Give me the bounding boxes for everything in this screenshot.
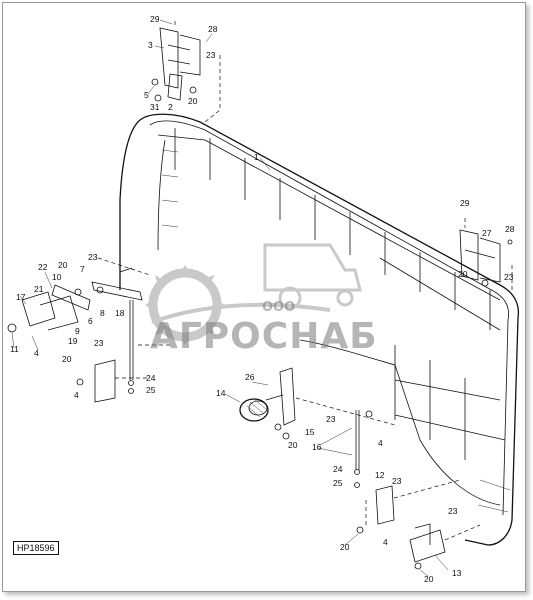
callout-21: 21 <box>34 284 44 294</box>
callout-29-right: 29 <box>460 198 470 208</box>
callout-26: 26 <box>245 372 255 382</box>
callout-31: 31 <box>150 102 160 112</box>
callout-19: 19 <box>68 336 78 346</box>
callout-8: 8 <box>100 308 105 318</box>
callout-25: 25 <box>146 385 156 395</box>
callout-23-bottom: 23 <box>448 506 458 516</box>
callout-23-left: 23 <box>88 252 98 262</box>
left-linkage-assembly <box>7 257 170 403</box>
callout-4-lower-right: 4 <box>383 537 388 547</box>
callout-16: 16 <box>312 442 322 452</box>
callout-20-lower-left: 20 <box>62 354 72 364</box>
callout-23: 23 <box>206 50 216 60</box>
callout-12: 12 <box>375 470 385 480</box>
callout-20-right: 20 <box>458 269 468 279</box>
callout-20: 20 <box>188 96 198 106</box>
callout-6: 6 <box>88 316 93 326</box>
callout-4-left: 4 <box>34 348 39 358</box>
cab-panel <box>119 113 520 546</box>
callout-24: 24 <box>146 373 156 383</box>
callout-10: 10 <box>52 272 62 282</box>
callout-27: 27 <box>482 228 492 238</box>
callout-15: 15 <box>305 427 315 437</box>
callout-3: 3 <box>148 40 153 50</box>
callout-28-right: 28 <box>505 224 515 234</box>
callout-23-lower-left: 23 <box>94 338 104 348</box>
callout-14: 14 <box>216 388 226 398</box>
right-lower-assembly <box>354 410 481 570</box>
callout-9: 9 <box>75 326 80 336</box>
leader-lines <box>11 19 449 577</box>
callout-labels: 29 28 3 23 5 31 2 20 1 29 27 28 20 23 23… <box>10 14 515 584</box>
callout-11: 11 <box>10 344 19 354</box>
figure-id-label: HP18596 <box>13 541 59 555</box>
callout-20-bottom: 20 <box>340 542 350 552</box>
diagram-sheet <box>2 2 526 592</box>
watermark-logo-icon <box>145 243 362 345</box>
callout-23-right: 23 <box>504 272 514 282</box>
callout-18: 18 <box>115 308 125 318</box>
right-bracket-assembly <box>459 218 513 290</box>
callout-23-center: 23 <box>326 414 336 424</box>
work-light-assembly <box>239 367 396 440</box>
top-left-bracket-assembly <box>151 18 221 123</box>
callout-28: 28 <box>208 24 218 34</box>
callout-20-bottom-right: 20 <box>424 574 434 584</box>
callout-7: 7 <box>80 264 85 274</box>
callout-29: 29 <box>150 14 160 24</box>
watermark-prefix: ООО <box>262 300 296 315</box>
callout-20-left: 20 <box>58 260 68 270</box>
callout-1: 1 <box>254 152 259 162</box>
callout-20-center: 20 <box>288 440 298 450</box>
callout-23-lower-right: 23 <box>392 476 402 486</box>
callout-5: 5 <box>144 90 149 100</box>
callout-13: 13 <box>452 568 462 578</box>
callout-22: 22 <box>38 262 48 272</box>
callout-4-center: 4 <box>378 438 383 448</box>
callout-24-lower: 24 <box>333 464 343 474</box>
callout-4-lower-left: 4 <box>74 390 79 400</box>
callout-2: 2 <box>168 102 173 112</box>
callout-25-lower: 25 <box>333 478 343 488</box>
watermark-brand: АГРОСНАБ <box>150 316 378 357</box>
